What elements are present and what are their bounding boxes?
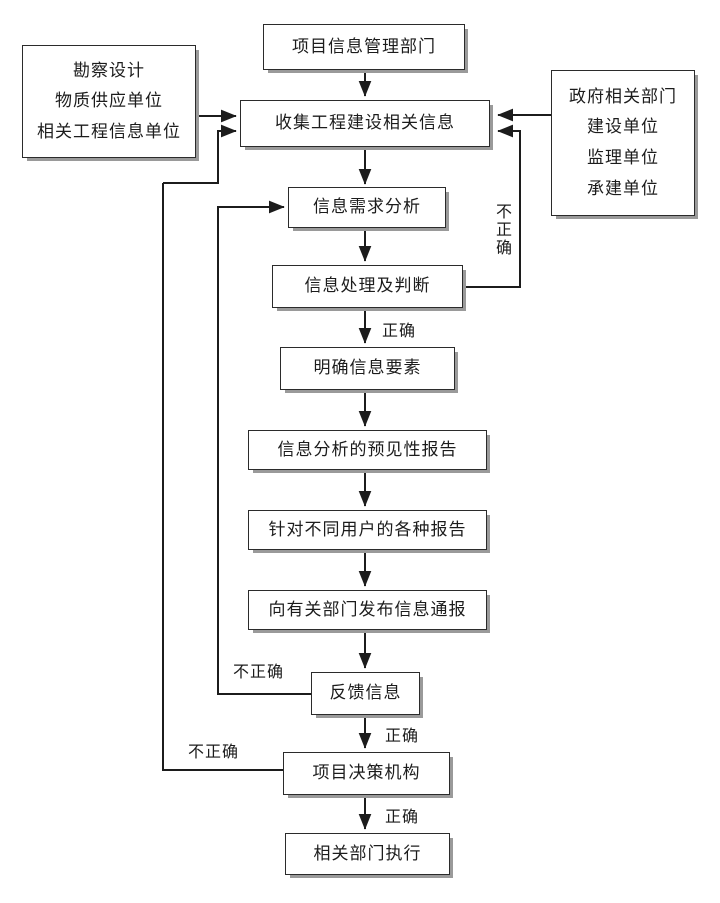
node-clarify-elements[interactable]: 明确信息要素 (280, 347, 455, 390)
node-foresight-report[interactable]: 信息分析的预见性报告 (248, 430, 487, 470)
demand-analysis-label: 信息需求分析 (313, 197, 421, 217)
node-decision-body[interactable]: 项目决策机构 (283, 752, 450, 795)
source-left-line-3: 相关工程信息单位 (37, 121, 181, 141)
edge-label-correct-feedback: 正确 (385, 728, 420, 745)
process-judge-label: 信息处理及判断 (304, 276, 431, 296)
node-feedback-info[interactable]: 反馈信息 (311, 672, 420, 715)
publish-bulletin-label: 向有关部门发布信息通报 (268, 599, 467, 619)
edge-process-incorrect-to-collect (463, 124, 521, 288)
source-top-label: 项目信息管理部门 (292, 36, 436, 56)
foresight-report-label: 信息分析的预见性报告 (277, 439, 458, 459)
source-right-line-3: 监理单位 (587, 148, 659, 167)
feedback-info-label: 反馈信息 (329, 683, 402, 703)
edge-label-incorrect-decision: 不正确 (188, 744, 240, 761)
node-user-reports[interactable]: 针对不同用户的各种报告 (248, 510, 487, 550)
decision-body-label: 项目决策机构 (312, 763, 421, 783)
source-right-line-2: 建设单位 (587, 117, 659, 137)
node-execute-depts[interactable]: 相关部门执行 (285, 833, 450, 875)
clarify-elements-label: 明确信息要素 (313, 358, 422, 378)
node-source-right[interactable]: 政府相关部门 建设单位 监理单位 承建单位 (551, 70, 695, 216)
collect-info-label: 收集工程建设相关信息 (275, 113, 455, 133)
node-demand-analysis[interactable]: 信息需求分析 (288, 187, 446, 228)
source-left-line-2: 物质供应单位 (55, 91, 163, 111)
execute-depts-label: 相关部门执行 (313, 843, 422, 863)
edge-label-incorrect-process: 不正确 (493, 203, 510, 257)
edge-label-correct-decision: 正确 (385, 809, 420, 826)
source-right-line-4: 承建单位 (587, 178, 659, 198)
edge-label-correct-process: 正确 (382, 323, 417, 340)
edge-label-incorrect-feedback: 不正确 (233, 664, 285, 681)
node-process-judge[interactable]: 信息处理及判断 (272, 265, 463, 308)
node-publish-bulletin[interactable]: 向有关部门发布信息通报 (248, 590, 487, 630)
node-source-left[interactable]: 勘察设计 物质供应单位 相关工程信息单位 (22, 45, 196, 158)
user-reports-label: 针对不同用户的各种报告 (268, 519, 467, 539)
source-right-line-1: 政府相关部门 (569, 86, 677, 106)
node-source-top[interactable]: 项目信息管理部门 (263, 24, 465, 70)
node-collect-info[interactable]: 收集工程建设相关信息 (240, 100, 490, 147)
source-left-line-1: 勘察设计 (73, 60, 145, 80)
